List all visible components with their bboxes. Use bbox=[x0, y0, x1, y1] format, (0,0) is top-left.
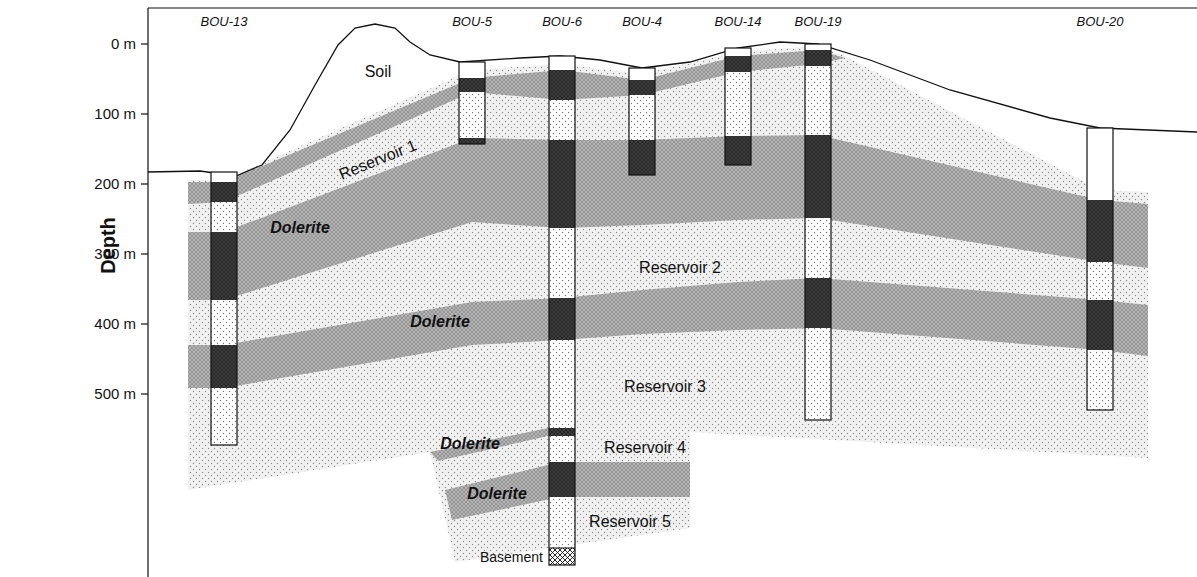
well-name: BOU-20 bbox=[1077, 15, 1124, 30]
lower-block bbox=[430, 428, 690, 562]
well-name: BOU-13 bbox=[201, 15, 248, 30]
well-column bbox=[459, 62, 485, 144]
well-column bbox=[629, 68, 655, 175]
frame-line bbox=[148, 7, 1197, 8]
layer-label: Reservoir 3 bbox=[624, 378, 706, 396]
topography-line bbox=[148, 24, 1197, 176]
dolerite-band bbox=[188, 278, 1148, 388]
well-name: BOU-19 bbox=[795, 15, 842, 30]
axis-title: Depth bbox=[96, 217, 119, 274]
dolerite-band bbox=[188, 135, 1148, 300]
well-column bbox=[725, 48, 751, 165]
well-name: BOU-5 bbox=[452, 15, 492, 30]
axis-ticks bbox=[141, 44, 148, 394]
well-name: BOU-6 bbox=[542, 15, 582, 30]
depth-tick-label: 200 m bbox=[94, 175, 136, 192]
layer-label: Reservoir 2 bbox=[639, 259, 721, 277]
legend-label: Basement bbox=[480, 549, 543, 565]
layer-label: Reservoir 4 bbox=[604, 439, 686, 457]
well-name: BOU-4 bbox=[622, 15, 662, 30]
layer-label: Dolerite bbox=[410, 313, 470, 331]
well-column bbox=[549, 56, 575, 565]
reservoir-block bbox=[188, 46, 1148, 490]
well-name: BOU-14 bbox=[715, 15, 762, 30]
depth-axis bbox=[147, 8, 148, 577]
depth-tick-label: 100 m bbox=[94, 105, 136, 122]
dolerite-band bbox=[430, 428, 575, 461]
well-column bbox=[805, 44, 831, 420]
well-column bbox=[1087, 128, 1113, 410]
depth-tick-label: 0 m bbox=[111, 35, 136, 52]
layer-label: Dolerite bbox=[270, 219, 330, 237]
layer-label: Soil bbox=[365, 63, 392, 81]
depth-tick-label: 500 m bbox=[94, 385, 136, 402]
well-column bbox=[211, 172, 237, 445]
depth-tick-label: 400 m bbox=[94, 315, 136, 332]
layer-label: Dolerite bbox=[467, 485, 527, 503]
layer-label: Dolerite bbox=[440, 435, 500, 453]
layer-label: Reservoir 5 bbox=[589, 513, 671, 531]
